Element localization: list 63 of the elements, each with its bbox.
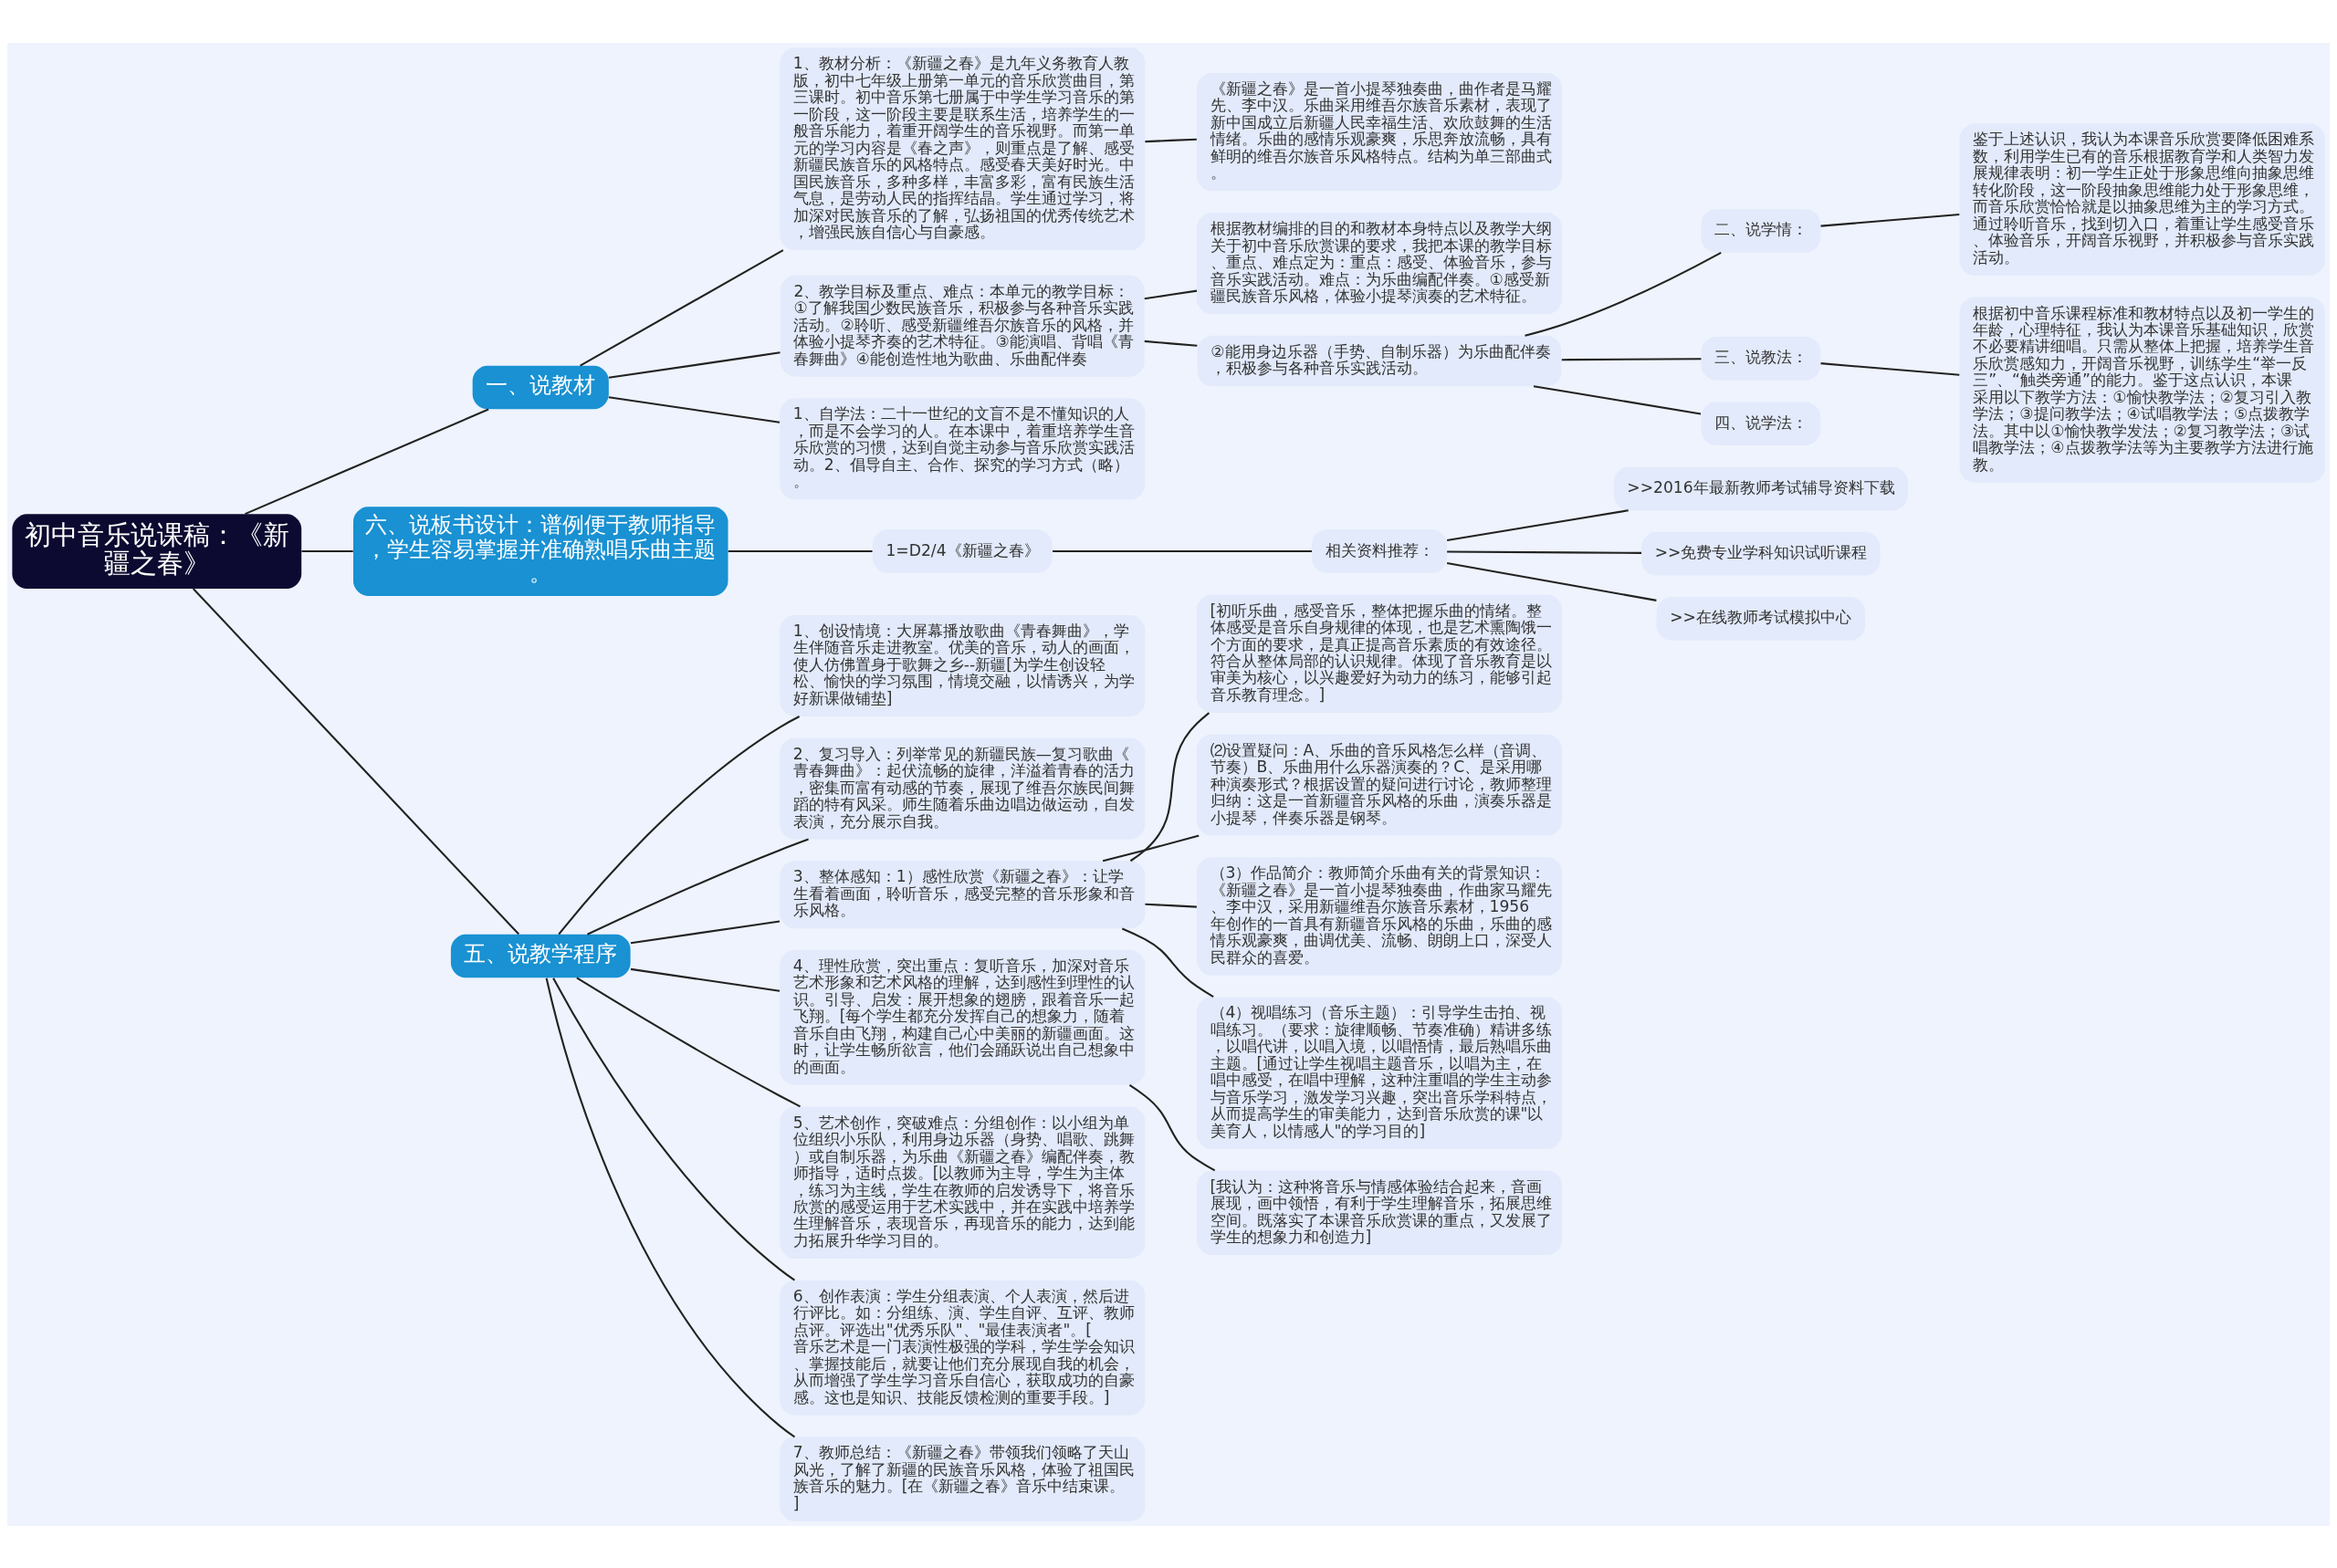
connector — [545, 977, 796, 1437]
connector — [608, 350, 781, 379]
node-box: 四、说学法： — [1701, 401, 1821, 445]
connector — [552, 977, 795, 1281]
node-box: （4）视唱练习（音乐主题）：引导学生击拍、视唱练习。（要求：旋律顺畅、节奏准确）精讲多练，以唱代讲，以唱入境，以唱悟情，最后熟唱乐曲主题。[通过让学生视唱主题音乐，以唱为主，在唱中感受，在唱中理解，这种注重唱的学生主动参与音乐学习，激发学习兴趣，突出音乐学科特点，从而提高学生的审美能力，达到音乐欣赏的课"以美育人，以情感人"的学习目的] — [1197, 997, 1562, 1149]
connector — [630, 919, 781, 944]
connector — [1145, 138, 1197, 142]
connector — [301, 549, 353, 552]
connector — [580, 248, 784, 367]
connector — [630, 967, 781, 992]
node-box: 根据教材编排的目的和教材本身特点以及教学大纲关于初中音乐欣赏课的要求，我把本课的教学目标、重点、难点定为：重点：感受、体验音乐，参与音乐实践活动。难点：为乐曲编配伴奏。①感受新疆民族音乐风格，体验小提琴演奏的艺术特征。 — [1197, 212, 1562, 314]
connector — [1129, 711, 1210, 862]
node-box: 4、理性欣赏，突出重点：复听音乐，加深对音乐艺术形象和艺术风格的理解，达到感性到理性的认识。引导、启发：展开想象的翅膀，跟着音乐一起飞翔。[每个学生都充分发挥自己的想象力，随着音乐自由飞翔，构建自己心中美丽的新疆画面。这时，让学生畅所欲言，他们会踊跃说出自己想象中的画面。 — [780, 949, 1146, 1085]
node-box: 2、复习导入：列举常见的新疆民族—复习歌曲《青春舞曲》：起伏流畅的旋律，洋溢着青春的活力，密集而富有动感的节奏，展现了维吾尔族民间舞蹈的特有风采。师生随着乐曲边唱边做运动，自发表演，充分展示自我。 — [780, 737, 1146, 840]
node-box: ⑵设置疑问：A、乐曲的音乐风格怎么样（音调、节奏）B、乐曲用什么乐器演奏的？C、是采用哪种演奏形式？根据设置的疑问进行讨论，教师整理归纳：这是一首新疆音乐风格的乐曲，演奏乐器是小提琴，伴奏乐器是钢琴。 — [1197, 734, 1562, 836]
connector — [1525, 251, 1722, 337]
node-box: 5、艺术创作，突破难点：分组创作：以小组为单位组织小乐队，利用身边乐器（身势、唱歌、跳舞）或自制乐器，为乐曲《新疆之春》编配伴奏，教师指导，适时点拨。[以教师为主导，学生为主体，练习为主线，学生在教师的启发诱导下，将音乐欣赏的感受运用于艺术实践中，并在实践中培养学生理解音乐，表现音乐，再现音乐的能力，达到能力拓展升华学习目的。 — [780, 1106, 1146, 1259]
connector — [192, 587, 520, 935]
connector — [1121, 926, 1214, 998]
node-box: 三、说教法： — [1701, 336, 1821, 381]
node-box: >>免费专业学科知识试听课程 — [1641, 531, 1881, 575]
connector — [1446, 561, 1657, 601]
node-box: 3、整体感知：1）感性欣赏《新疆之春》：让学生看着画面，聆听音乐，感受完整的音乐形象和音乐风格。 — [780, 860, 1146, 928]
connector — [1144, 289, 1198, 299]
node-box: 鉴于上述认识，我认为本课音乐欣赏要降低困难系数，利用学生已有的音乐根据教育学和人类智力发展规律表明：初一学生正处于形象思维向抽象思维转化阶段，这一阶段抽象思维能力处于形象思维，而音乐欣赏恰恰就是以抽象思维为主的学习方式。通过聆听音乐，找到切入口，着重让学生感受音乐、体验音乐，开阔音乐视野，并积极参与音乐实践活动。 — [1959, 122, 2325, 276]
node-box: 五、说教学程序 — [450, 934, 631, 977]
node-box: 一、说教材 — [472, 365, 609, 409]
node-box: >>在线教师考试模拟中心 — [1656, 596, 1865, 641]
node-box: 1、创设情境：大屏幕播放歌曲《青春舞曲》，学生伴随音乐走进教室。优美的音乐，动人的画面，使人仿佛置身于歌舞之乡--新疆[为学生创设轻松、愉快的学习氛围，情境交融，以情诱兴，为学好新课做铺垫] — [780, 614, 1146, 716]
connector — [558, 715, 801, 935]
connector — [1820, 213, 1960, 227]
connector — [1820, 361, 1960, 376]
connector — [608, 395, 781, 423]
node-box: >>2016年最新教师考试辅导资料下载 — [1613, 466, 1908, 510]
node-box: ②能用身边乐器（手势、自制乐器）为乐曲配伴奏，积极参与各种音乐实践活动。 — [1197, 335, 1562, 386]
connector — [576, 977, 801, 1107]
node-box: 6、创作表演：学生分组表演、个人表演，然后进行评比。如：分组练、演、学生自评、互评、教师点评。评选出"优秀乐队"、"最佳表演者"。[音乐艺术是一门表演性极强的学科，学生学会知识、掌握技能后，就要让他们充分展现自我的机会，从而增强了学生学习音乐自信心，获取成功的自豪感。这也是知识、技能反馈检测的重要手段。] — [780, 1280, 1146, 1416]
node-box: 二、说学情： — [1701, 208, 1821, 253]
connector — [1145, 903, 1197, 908]
node-box: 六、说板书设计：谱例便于教师指导，学生容易掌握并准确熟唱乐曲主题。 — [353, 506, 728, 596]
node-box: 初中音乐说课稿：《新疆之春》 — [12, 513, 302, 589]
node-box: [我认为：这种将音乐与情感体验结合起来，音画展现，画中领悟，有利于学生理解音乐，拓展思维空间。既落实了本课音乐欣赏课的重点，又发展了学生的想象力和创造力] — [1197, 1170, 1562, 1255]
node-box: 1=D2/4《新疆之春》 — [872, 528, 1053, 573]
connector — [245, 408, 489, 515]
connector — [1053, 549, 1312, 552]
connector — [1128, 1083, 1216, 1171]
node-box: [初听乐曲，感受音乐，整体把握乐曲的情绪。整体感受是音乐自身规律的体现，也是艺术熏陶饿一个方面的要求，是真正提高音乐素质的有效途径。符合从整体局部的认识规律。体现了音乐教育是以审美为核心，以兴趣爱好为动力的练习，能够引起音乐教育理念。] — [1197, 594, 1562, 713]
connector — [1561, 357, 1702, 361]
connector — [1446, 508, 1629, 541]
node-box: 根据初中音乐课程标准和教材特点以及初一学生的年龄，心理特征，我认为本课音乐基础知识，欣赏不必要精讲细唱。只需从整体上把握，培养学生音乐欣赏感知力，开阔音乐视野，训练学生“举一反三”、“触类旁通”的能力。鉴于这点认识，本课采用以下教学方法：①愉快教学法；②复习引入教学法；③提问教学法；④试唱教学法；⑤点拨教学法。其中以①愉快教学发法；②复习教学法；③试唱教学法；④点拨教学法等为主要教学方法进行施教。 — [1959, 297, 2325, 483]
connector — [1447, 549, 1642, 554]
node-box: 《新疆之春》是一首小提琴独奏曲，曲作者是马耀先、李中汉。乐曲采用维吾尔族音乐素材，表现了新中国成立后新疆人民幸福生活、欢欣鼓舞的生活情绪。乐曲的感情乐观豪爽，乐思奔放流畅，具有鲜明的维吾尔族音乐风格特点。结构为单三部曲式。 — [1197, 72, 1562, 191]
connector — [1144, 340, 1198, 347]
node-box: （3）作品简介：教师简介乐曲有关的背景知识：《新疆之春》是一首小提琴独奏曲，作曲家马耀先、李中汉，采用新疆维吾尔族音乐素材，1956年创作的一首具有新疆音乐风格的乐曲，乐曲的感情乐观豪爽，曲调优美、流畅、朗朗上口，深受人民群众的喜爱。 — [1197, 856, 1562, 976]
node-box: 2、教学目标及重点、难点：本单元的教学目标：①了解我国少数民族音乐，积极参与各种音乐实践活动。②聆听、感受新疆维吾尔族音乐的风格，并体验小提琴齐奏的艺术特征。③能演唱、背唱《青春舞曲》④能创造性地为歌曲、乐曲配伴奏 — [780, 275, 1145, 377]
node-box: 相关资料推荐： — [1312, 528, 1447, 573]
connector — [1102, 834, 1200, 862]
connector — [728, 549, 873, 552]
node-box: 1、教材分析：《新疆之春》是九年义务教育人教版，初中七年级上册第一单元的音乐欣赏曲目，第三课时。初中音乐第七册属于中学生学习音乐的第一阶段，这一阶段主要是联系生活，培养学生的一般音乐能力，着重开阔学生的音乐视野。而第一单元的学习内容是《春之声》，则重点是了解、感受新疆民族音乐的风格特点。感受春天美好时光。中国民族音乐，多种多样，丰富多彩，富有民族生活气息，是劳动人民的指挥结晶。学生通过学习，将加深对民族音乐的了解，弘扬祖国的优秀传统艺术，增强民族自信心与自豪感。 — [780, 47, 1146, 250]
connector — [587, 838, 809, 936]
node-box: 1、自学法：二十一世纪的文盲不是不懂知识的人，而是不会学习的人。在本课中，着重培养学生音乐欣赏的习惯，达到自觉主动参与音乐欣赏实践活动。2、倡导自主、合作、探究的学习方式（略）。 — [780, 397, 1146, 499]
node-box: 7、教师总结：《新疆之春》带领我们领略了天山风光，了解了新疆的民族音乐风格，体验了祖国民族音乐的魅力。[在《新疆之春》音乐中结束课。] — [780, 1436, 1146, 1521]
connector — [1533, 384, 1702, 414]
